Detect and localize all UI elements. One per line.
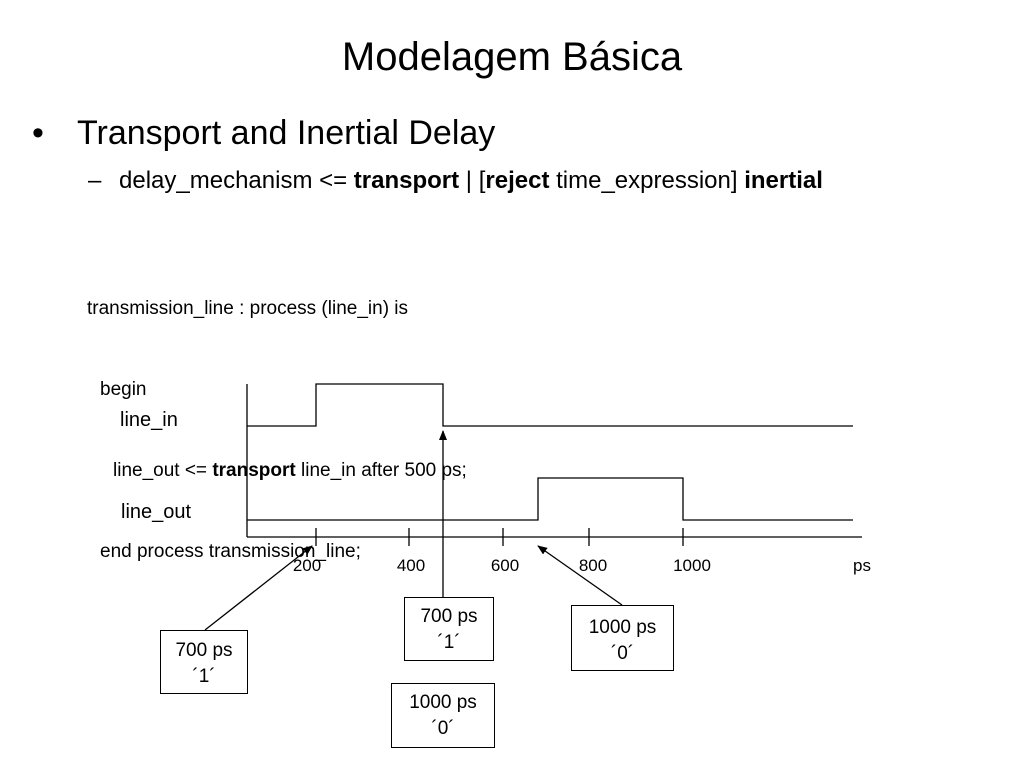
line-out-waveform — [247, 477, 853, 521]
dash-marker: – — [88, 167, 102, 194]
tick-label-800: 800 — [578, 556, 608, 575]
callout-value: ´1´ — [437, 632, 461, 653]
sub-bullet-delay-mechanism: –delay_mechanism <= transport | [reject … — [88, 165, 823, 197]
code-line-3: line_out <= transport line_in after 500 … — [87, 457, 467, 484]
slide-title: Modelagem Básica — [341, 35, 683, 79]
tick-label-200: 200 — [292, 556, 322, 575]
callout-time: 700 ps — [420, 606, 478, 627]
callout-700ps-left: 700 ps ´1´ — [160, 630, 248, 694]
keyword-inertial: inertial — [744, 167, 823, 194]
callout-value: ´0´ — [431, 718, 455, 739]
bullet-transport-inertial: • Transport and Inertial Delay — [32, 111, 495, 155]
bullet-dot: • — [32, 114, 44, 152]
arrow-to-200 — [204, 545, 313, 631]
vhdl-code-block: transmission_line : process (line_in) is… — [87, 241, 467, 592]
callout-time: 700 ps — [175, 640, 233, 661]
axis-unit-label: ps — [853, 556, 871, 575]
callout-time: 1000 ps — [588, 617, 657, 638]
tick-label-1000: 1000 — [673, 556, 711, 575]
callout-1000ps-right: 1000 ps ´0´ — [571, 605, 674, 671]
callout-time: 1000 ps — [409, 692, 477, 713]
code-line-1: transmission_line : process (line_in) is — [87, 295, 467, 322]
syntax-prefix: delay_mechanism <= — [119, 167, 354, 194]
syntax-mid1: | [ — [459, 167, 486, 194]
code-keyword-transport: transport — [212, 460, 296, 481]
code-line-3-suffix: line_in after 500 ps; — [295, 460, 467, 481]
code-line-3-prefix: line_out <= — [113, 460, 213, 481]
code-line-2: begin — [87, 376, 467, 403]
signal-label-line-in: line_in — [120, 409, 178, 431]
code-line-4-text: end process transmission_line; — [100, 541, 361, 562]
keyword-transport: transport — [353, 167, 460, 194]
code-line-1-text: transmission_line : process (line_in) is — [87, 298, 409, 319]
keyword-reject: reject — [485, 167, 550, 194]
tick-label-400: 400 — [396, 556, 426, 575]
code-line-2-text: begin — [100, 379, 147, 400]
callout-value: ´1´ — [192, 666, 216, 687]
bullet-text: Transport and Inertial Delay — [77, 114, 496, 152]
code-line-4: end process transmission_line; — [87, 538, 467, 565]
callout-1000ps-bottom: 1000 ps ´0´ — [391, 683, 495, 748]
line-in-waveform — [247, 383, 853, 427]
tick-label-600: 600 — [490, 556, 520, 575]
syntax-mid2: time_expression] — [549, 167, 745, 194]
signal-label-line-out: line_out — [121, 501, 192, 523]
arrow-to-line-out-rise — [537, 545, 623, 606]
callout-value: ´0´ — [610, 643, 635, 664]
callout-700ps-center: 700 ps ´1´ — [404, 597, 494, 661]
